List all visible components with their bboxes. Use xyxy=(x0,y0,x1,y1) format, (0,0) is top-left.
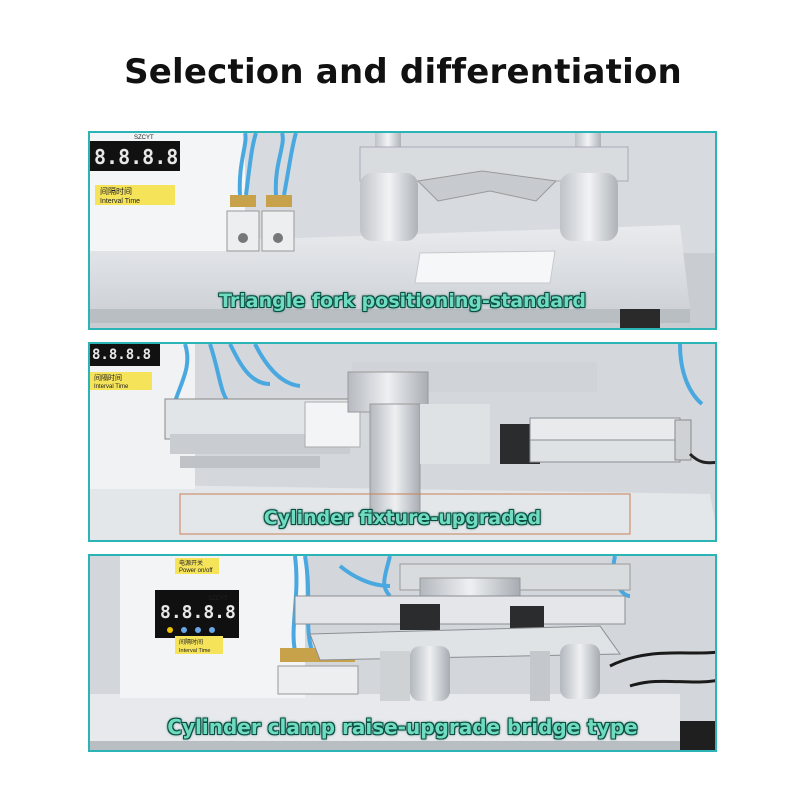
interval-label-cn: 间隔时间 xyxy=(94,373,122,382)
machine-photo-triangle-fork: 8.8.8.8 SZCYT 间隔时间 Interval Time xyxy=(90,133,715,328)
led-display: 8.8.8.8 xyxy=(92,347,151,363)
interval-label-en: Interval Time xyxy=(94,384,129,390)
power-label-cn: 电源开关 xyxy=(179,559,203,567)
brand-label: SZCYT xyxy=(134,135,154,141)
led-display: 8.8.8.8 xyxy=(160,602,236,623)
panel-triangle-fork: 8.8.8.8 SZCYT 间隔时间 Interval Time Triangl… xyxy=(88,131,717,330)
interval-label-en: Interval Time xyxy=(179,648,210,654)
interval-label-cn: 间隔时间 xyxy=(179,638,203,646)
led-display: 8.8.8.8 xyxy=(94,145,178,169)
page-title: Selection and differentiation xyxy=(124,52,682,92)
machine-photo-cylinder-fixture: 8.8.8.8 间隔时间 Interval Time xyxy=(90,344,715,540)
panel-cylinder-fixture: 8.8.8.8 间隔时间 Interval Time Cylinder fixt… xyxy=(88,342,717,542)
machine-photo-bridge-clamp: 电源开关 Power on/off SZCYT 8.8.8.8 间隔时间 Int… xyxy=(90,556,715,750)
interval-label-cn: 间隔时间 xyxy=(100,186,132,196)
interval-label-en: Interval Time xyxy=(100,198,140,205)
panel-bridge-clamp: 电源开关 Power on/off SZCYT 8.8.8.8 间隔时间 Int… xyxy=(88,554,717,752)
brand-label: SZCYT xyxy=(208,596,228,602)
power-label-en: Power on/off xyxy=(179,568,213,574)
caption-cylinder-fixture: Cylinder fixture-upgraded xyxy=(263,507,542,529)
caption-bridge-clamp: Cylinder clamp raise-upgrade bridge type xyxy=(167,715,638,739)
caption-triangle-fork: Triangle fork positioning-standard xyxy=(219,290,586,312)
